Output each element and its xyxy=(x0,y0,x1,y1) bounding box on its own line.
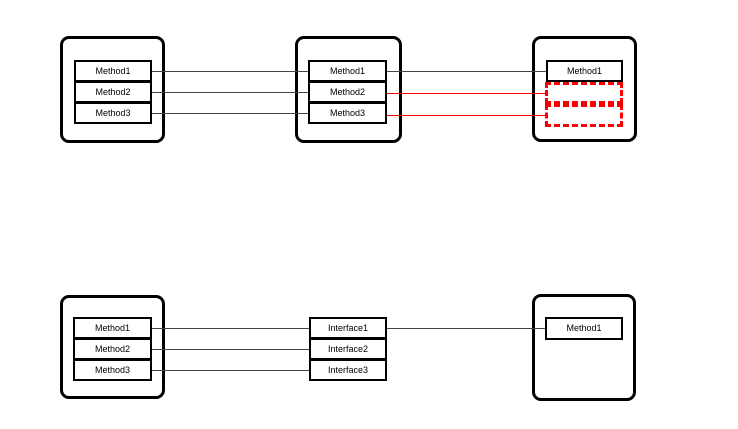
method-box: Method1 xyxy=(308,60,387,82)
connector-line xyxy=(152,370,309,371)
removed-method-placeholder xyxy=(545,104,623,127)
connector-line xyxy=(152,71,308,72)
interface-box: Interface3 xyxy=(309,359,387,381)
interface-box: Interface2 xyxy=(309,338,387,360)
connector-line xyxy=(152,328,309,329)
removed-connector-line xyxy=(387,115,545,116)
method-box: Method2 xyxy=(308,81,387,103)
class-container-bottom-left xyxy=(60,295,165,399)
connector-line xyxy=(387,328,545,329)
class-container-top-left xyxy=(60,36,165,143)
connector-line xyxy=(152,92,308,93)
method-box: Method3 xyxy=(73,359,152,381)
interface-box: Interface1 xyxy=(309,317,387,339)
connector-line xyxy=(387,71,546,72)
method-box: Method3 xyxy=(308,102,387,124)
method-box: Method1 xyxy=(73,317,152,339)
method-box: Method1 xyxy=(546,60,623,82)
method-box: Method1 xyxy=(545,317,623,340)
class-container-bottom-right xyxy=(532,294,636,401)
class-container-top-right xyxy=(532,36,637,142)
method-box: Method2 xyxy=(74,81,152,103)
connector-line xyxy=(152,349,309,350)
connector-line xyxy=(152,113,308,114)
removed-connector-line xyxy=(387,93,545,94)
method-box: Method3 xyxy=(74,102,152,124)
class-container-top-middle xyxy=(295,36,402,143)
method-box: Method2 xyxy=(73,338,152,360)
removed-method-placeholder xyxy=(545,82,623,104)
method-box: Method1 xyxy=(74,60,152,82)
